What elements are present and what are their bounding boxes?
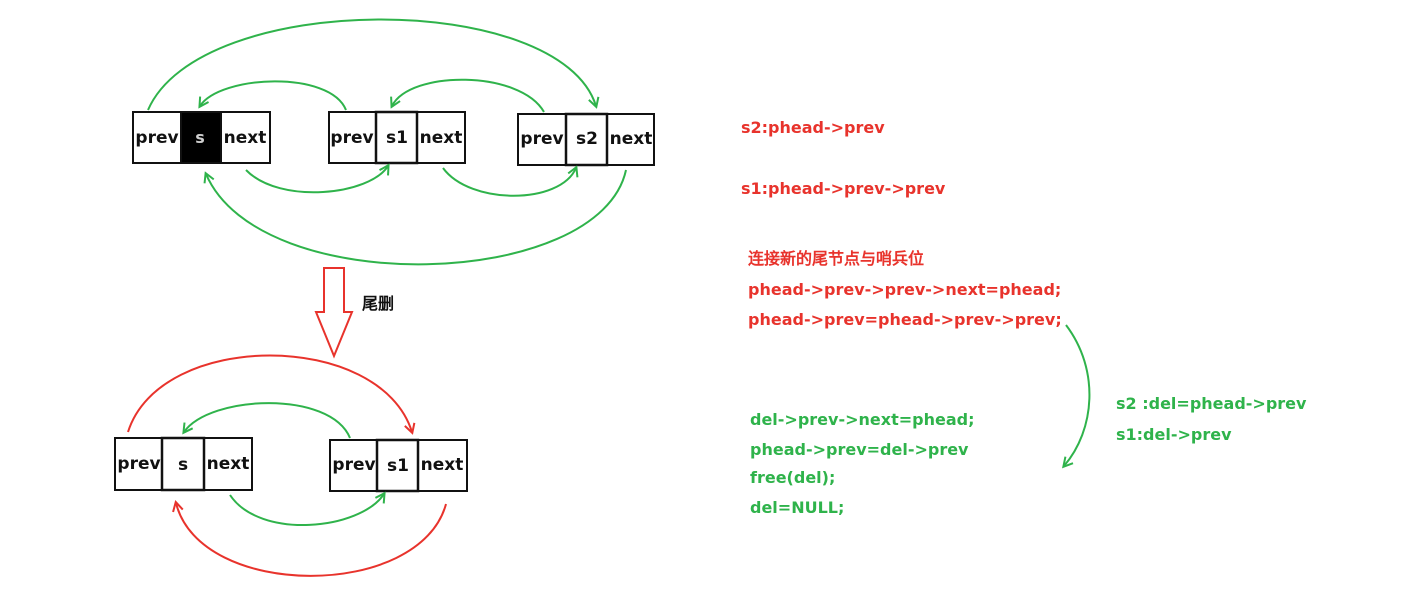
top-node-s1-prev: prev [330, 128, 373, 148]
bottom-node-s1-next: next [421, 455, 464, 475]
top-node-s1-value: s1 [386, 128, 408, 148]
arrow-s1-prev-to-s [200, 80, 347, 111]
arrow-s-next-to-s1 [245, 166, 388, 194]
arrow-green-s1-prev-to-s [184, 402, 351, 439]
step-label: 尾删 [362, 294, 394, 313]
top-node-s2-prev: prev [520, 129, 563, 149]
top-node-s2-next: next [610, 129, 653, 149]
top-node-s-next: next [224, 128, 267, 148]
bottom-node-s1-prev: prev [332, 455, 375, 475]
note-red-line1: s2:phead->prev [741, 118, 885, 137]
note-green-code-line4: del=NULL; [750, 498, 844, 517]
arrow-red-s1-next-to-s [176, 503, 447, 577]
top-node-s2: prev s2 next [517, 112, 655, 167]
top-node-s1: prev s1 next [328, 110, 466, 165]
note-green-code-line3: free(del); [750, 468, 835, 487]
bottom-node-s1-value: s1 [387, 456, 409, 476]
arrow-green-s-next-to-s1 [229, 494, 384, 527]
top-node-s-value-cell [180, 111, 222, 164]
top-node-s-prev: prev [135, 128, 178, 148]
arrow-s2-prev-to-s1 [392, 78, 545, 113]
note-green-code-line1: del->prev->next=phead; [750, 410, 974, 429]
down-arrow-icon [314, 267, 354, 359]
bottom-node-s-prev: prev [117, 454, 160, 474]
note-red-line3: 连接新的尾节点与哨兵位 [748, 249, 924, 268]
bottom-node-s-value: s [178, 455, 188, 475]
note-green-right-line2: s1:del->prev [1116, 425, 1232, 444]
arrow-s2-next-to-s [206, 169, 627, 266]
note-red-line2: s1:phead->prev->prev [741, 179, 946, 198]
note-red-line5: phead->prev=phead->prev->prev; [748, 310, 1062, 329]
top-node-s-value: s [195, 128, 205, 147]
top-node-s2-value: s2 [576, 129, 598, 149]
arrow-green-curve-right [1064, 324, 1091, 466]
bottom-node-s1: prev s1 next [329, 438, 468, 493]
bottom-node-s: prev s next [114, 436, 253, 492]
arrow-s-prev-to-s2 [147, 18, 596, 111]
arrow-s1-next-to-s2 [442, 168, 576, 197]
note-green-right-line1: s2 :del=phead->prev [1116, 394, 1307, 413]
note-red-line4: phead->prev->prev->next=phead; [748, 280, 1061, 299]
note-green-code-line2: phead->prev=del->prev [750, 440, 969, 459]
top-node-s1-next: next [420, 128, 463, 148]
top-node-s: prev s next [132, 111, 271, 164]
bottom-node-s-next: next [207, 454, 250, 474]
arrow-red-s-prev-to-s1 [127, 354, 412, 433]
